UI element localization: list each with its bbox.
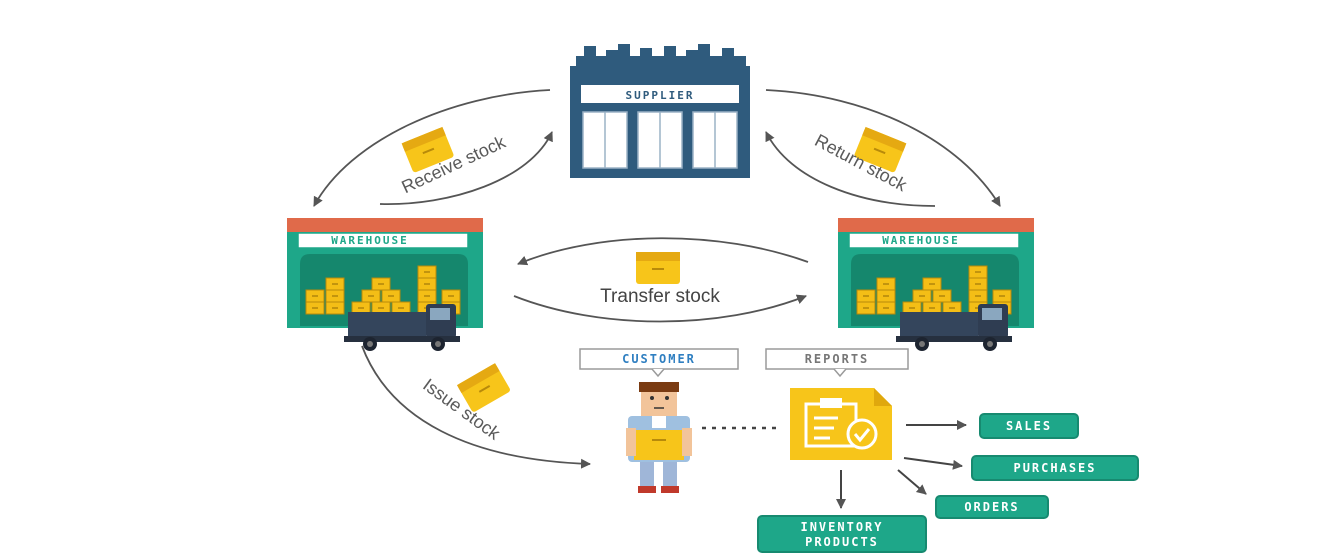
supplier-building-icon xyxy=(570,44,750,178)
package-icon xyxy=(635,251,681,285)
output-purchases: PURCHASES xyxy=(971,455,1139,481)
orders-label: ORDERS xyxy=(964,500,1019,514)
return-arrow-outer xyxy=(765,89,1001,207)
purchases-label: PURCHASES xyxy=(1013,461,1096,475)
receive-arrow-outer xyxy=(313,89,551,207)
warehouse-right-label: WAREHOUSE xyxy=(882,234,960,247)
inventory-label: INVENTORY xyxy=(800,520,883,534)
supplier-label: SUPPLIER xyxy=(626,89,695,102)
report-output-arrows xyxy=(836,420,967,509)
output-inventory-products: INVENTORY PRODUCTS xyxy=(757,515,927,553)
output-orders: ORDERS xyxy=(935,495,1049,519)
transfer-arrow-bottom xyxy=(513,294,807,323)
warehouse-left-label: WAREHOUSE xyxy=(331,234,409,247)
customer-person-icon xyxy=(626,382,692,493)
flow-arrows xyxy=(313,89,1001,469)
return-arrow-inner xyxy=(765,131,936,207)
products-label: PRODUCTS xyxy=(805,535,879,549)
report-clipboard-icon xyxy=(790,388,892,460)
receive-arrow-inner xyxy=(379,131,553,205)
transfer-stock-label: Transfer stock xyxy=(600,286,720,307)
reports-label: REPORTS xyxy=(805,352,870,366)
issue-arrow xyxy=(361,345,591,469)
output-sales: SALES xyxy=(979,413,1079,439)
transfer-arrow-top xyxy=(517,237,809,266)
sales-label: SALES xyxy=(1006,419,1052,433)
customer-label: CUSTOMER xyxy=(622,352,696,366)
